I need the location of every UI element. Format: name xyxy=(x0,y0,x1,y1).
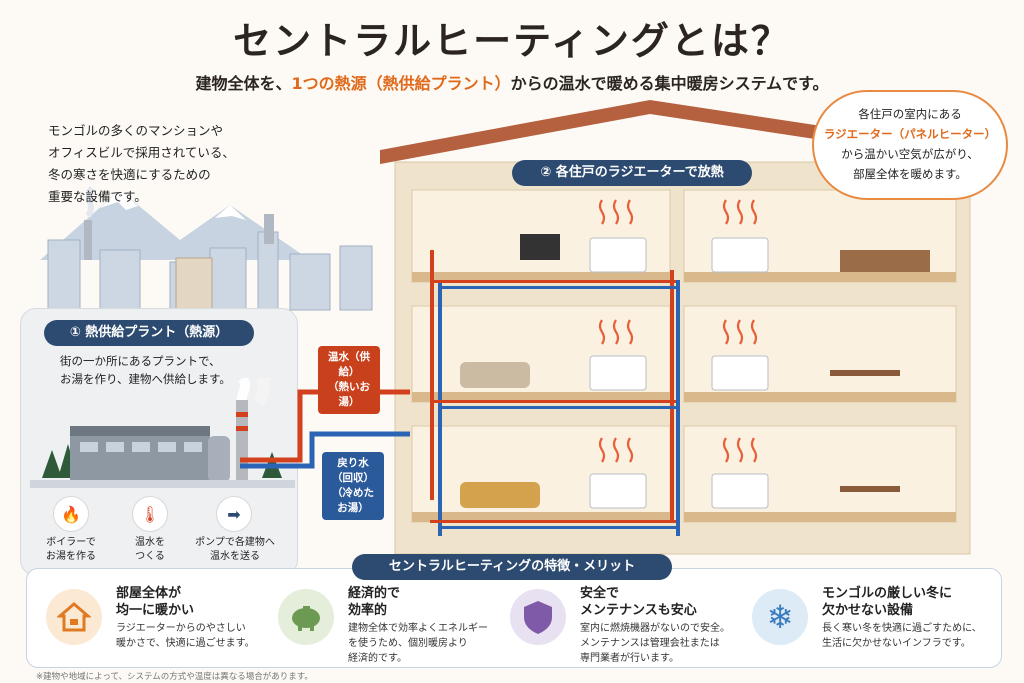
feature-body-line: ラジエーターからのやさしい xyxy=(116,623,246,634)
house-icon xyxy=(46,589,102,645)
intro-line: 重要な設備です。 xyxy=(48,189,147,204)
feature-body-line: 暖かさで、快適に過ごせます。 xyxy=(116,638,255,649)
feature-body-line: 経済的です。 xyxy=(348,653,407,664)
plant-desc-line: お湯を作り、建物へ供給します。 xyxy=(60,372,231,386)
step-label-hot-water: 温水を つくる xyxy=(110,536,190,564)
supply-line: 温水（供給） xyxy=(328,351,370,378)
feature-body-line: 生活に欠かせないインフラです。 xyxy=(822,638,971,649)
bubble-line: 各住戸の室内にある xyxy=(858,107,962,121)
heat-plant-title: ① 熱供給プラント（熱源） xyxy=(44,320,254,346)
feature-heading-line: 安全で xyxy=(580,586,620,601)
feature-heading-line: 均一に暖かい xyxy=(116,603,195,618)
step-label-line: 温水を xyxy=(135,537,165,548)
step-label-line: つくる xyxy=(135,551,165,562)
feature-heading: 経済的で 効率的 xyxy=(348,585,400,619)
step-label-line: ポンプで各建物へ xyxy=(195,537,275,548)
feature-body-line: 室内に燃焼機器がないので安全。 xyxy=(580,623,730,634)
feature-body: ラジエーターからのやさしい 暖かさで、快適に過ごせます。 xyxy=(116,621,286,651)
intro-text: モンゴルの多くのマンションや オフィスビルで採用されている、 冬の寒さを快適にす… xyxy=(48,120,235,208)
house-cutaway-illustration xyxy=(380,100,980,555)
flame-icon: 🔥 xyxy=(53,496,89,532)
radiator-section-title: ② 各住戸のラジエーターで放熱 xyxy=(512,160,752,186)
feature-essential-winter: ❄ モンゴルの厳しい冬に 欠かせない設備 長く寒い冬を快適に過ごすために、 生活… xyxy=(752,585,992,663)
plant-desc-line: 街の一か所にあるプラントで、 xyxy=(60,354,221,368)
page-title: セントラルヒーティングとは？ xyxy=(233,19,791,63)
intro-line: 冬の寒さを快適にするための xyxy=(48,167,211,182)
feature-body: 長く寒い冬を快適に過ごすために、 生活に欠かせないインフラです。 xyxy=(822,621,1002,651)
feature-uniform-warmth: 部屋全体が 均一に暖かい ラジエーターからのやさしい 暖かさで、快適に過ごせます… xyxy=(46,585,286,663)
feature-body-line: を使うため、個別暖房より xyxy=(348,638,468,649)
subtitle-highlight: 1つの熱源（熱供給プラント） xyxy=(291,74,511,93)
intro-line: モンゴルの多くのマンションや xyxy=(48,123,224,138)
supply-line: （熱いお湯） xyxy=(328,381,370,408)
feature-body-line: 長く寒い冬を快適に過ごすために、 xyxy=(822,623,982,634)
bubble-line: 部屋全体を暖めます。 xyxy=(853,167,967,181)
feature-body: 建物全体で効率よくエネルギー を使うため、個別暖房より 経済的です。 xyxy=(348,621,518,666)
feature-safe-maintenance: 安全で メンテナンスも安心 室内に燃焼機器がないので安全。 メンテナンスは管理会… xyxy=(510,585,750,666)
step-label-line: 温水を送る xyxy=(210,551,260,562)
bubble-line: から温かい空気が広がり、 xyxy=(841,147,979,161)
bubble-highlight: ラジエーター（パネルヒーター） xyxy=(823,127,997,141)
return-line: （冷めたお湯） xyxy=(332,487,374,514)
return-flow-tag: 戻り水（回収） （冷めたお湯） xyxy=(322,452,384,520)
feature-body-line: メンテナンスは管理会社または xyxy=(580,638,720,649)
step-label-line: お湯を作る xyxy=(46,551,96,562)
feature-body: 室内に燃焼機器がないので安全。 メンテナンスは管理会社または 専門業者が行います… xyxy=(580,621,750,666)
step-label-pump: ポンプで各建物へ 温水を送る xyxy=(188,536,282,564)
intro-line: オフィスビルで採用されている、 xyxy=(48,145,235,160)
step-label-line: ボイラーで xyxy=(46,537,96,548)
feature-heading: モンゴルの厳しい冬に 欠かせない設備 xyxy=(822,585,952,619)
footnote: ※建物や地域によって、システムの方式や温度は異なる場合があります。 xyxy=(36,672,313,682)
radiator-speech-bubble: 各住戸の室内にある ラジエーター（パネルヒーター） から温かい空気が広がり、 部… xyxy=(812,90,1008,200)
step-label-boiler: ボイラーで お湯を作る xyxy=(28,536,114,564)
feature-heading: 部屋全体が 均一に暖かい xyxy=(116,585,194,619)
features-title: セントラルヒーティングの特徴・メリット xyxy=(352,554,672,580)
arrow-right-icon: ➡ xyxy=(216,496,252,532)
supply-flow-tag: 温水（供給） （熱いお湯） xyxy=(318,346,380,414)
feature-heading-line: 部屋全体が xyxy=(116,586,182,601)
heat-plant-description: 街の一か所にあるプラントで、 お湯を作り、建物へ供給します。 xyxy=(60,352,231,388)
shield-icon xyxy=(510,589,566,645)
subtitle-after: からの温水で暖める集中暖房システムです。 xyxy=(510,74,829,93)
feature-body-line: 建物全体で効率よくエネルギー xyxy=(348,623,488,634)
feature-heading-line: 欠かせない設備 xyxy=(822,603,914,618)
city-mountain-illustration xyxy=(40,186,373,311)
snowflake-icon: ❄ xyxy=(752,589,808,645)
feature-heading-line: 効率的 xyxy=(348,603,388,618)
feature-body-line: 専門業者が行います。 xyxy=(580,653,679,664)
heat-plant-illustration xyxy=(30,378,295,488)
feature-heading-line: 経済的で xyxy=(348,586,401,601)
feature-heading-line: モンゴルの厳しい冬に xyxy=(822,586,953,601)
subtitle-before: 建物全体を、 xyxy=(195,74,292,93)
piggy-bank-icon xyxy=(278,589,334,645)
feature-economical: 経済的で 効率的 建物全体で効率よくエネルギー を使うため、個別暖房より 経済的… xyxy=(278,585,518,666)
feature-heading-line: メンテナンスも安心 xyxy=(580,603,697,618)
return-line: 戻り水（回収） xyxy=(332,457,374,484)
thermometer-icon: 🌡 xyxy=(132,496,168,532)
page-subtitle: 建物全体を、1つの熱源（熱供給プラント）からの温水で暖める集中暖房システムです。 xyxy=(0,70,1024,94)
feature-heading: 安全で メンテナンスも安心 xyxy=(580,585,697,619)
